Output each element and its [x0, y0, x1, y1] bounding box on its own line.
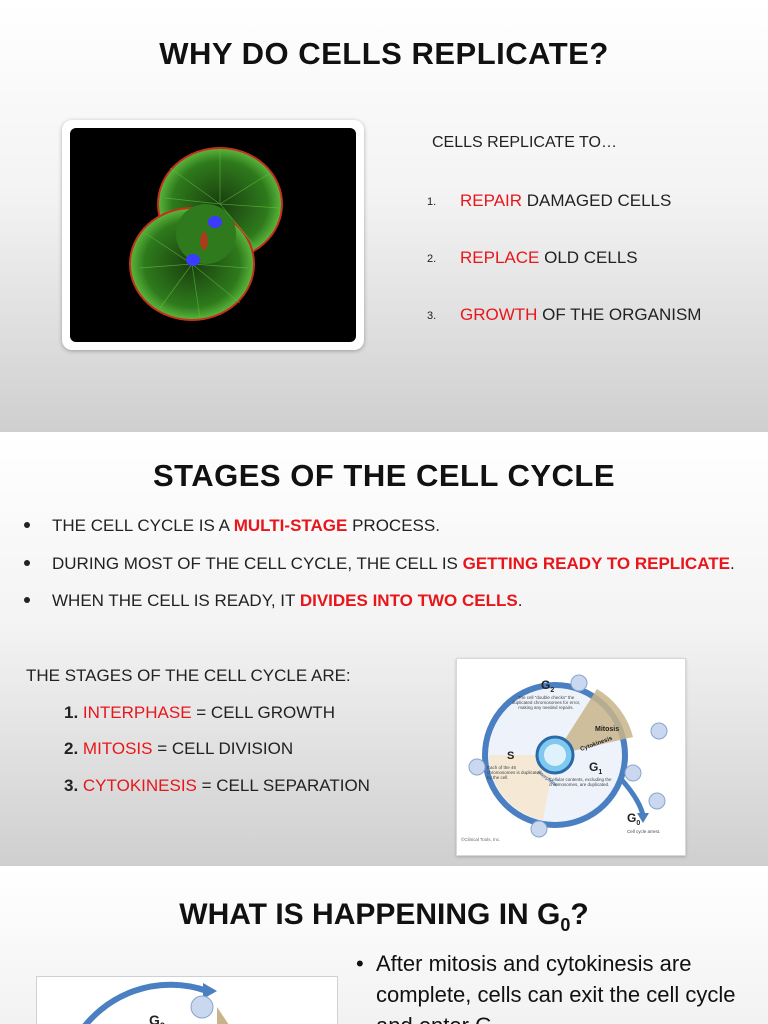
slide-title: WHAT IS HAPPENING IN G0? [0, 898, 768, 936]
cell-mitosis [650, 722, 668, 740]
mitosis-wedge [217, 1007, 229, 1024]
g2-note: The cell "double checks" the duplicated … [512, 695, 580, 710]
list-number: 2. [427, 253, 437, 265]
diagram-credit: ©Clinical Tools, Inc. [461, 837, 500, 842]
bullet-text: THE CELL CYCLE IS A [52, 516, 234, 535]
stage-number: 3. [64, 776, 83, 795]
reason-item: REPLACE OLD CELLS [460, 248, 638, 268]
mitosis-label: Mitosis [595, 726, 619, 733]
cycle-ring-arc [82, 981, 208, 1024]
g0-arrow [619, 777, 646, 816]
stage-item: 3. CYTOKINESIS = CELL SEPARATION [64, 776, 370, 796]
bullet-item: WHEN THE CELL IS READY, IT DIVIDES INTO … [24, 591, 522, 611]
bullet-text: . [517, 591, 523, 610]
slide-title: WHY DO CELLS REPLICATE? [159, 36, 609, 71]
stage-description: = CELL GROWTH [191, 703, 335, 722]
s-note: Each of the 46 chromosomes is duplicated… [487, 765, 542, 780]
stage-name: CYTOKINESIS [82, 776, 197, 795]
g0-label: G0 [627, 811, 640, 827]
slide-title: STAGES OF THE CELL CYCLE [152, 458, 616, 493]
g1-note: Cellular contents, excluding the chromos… [549, 777, 612, 787]
list-number: 1. [427, 196, 437, 208]
bullet-item: DURING MOST OF THE CELL CYCLE, THE CELL … [24, 554, 735, 574]
list-number: 3. [427, 310, 437, 322]
g2-label: G2 [541, 678, 554, 694]
g0-arrowhead [637, 813, 649, 823]
stage-name: MITOSIS [82, 739, 153, 758]
cycle-arrowhead [203, 983, 217, 999]
bullet-dot: • [356, 951, 364, 976]
intro-text: CELLS REPLICATE TO… [432, 134, 617, 151]
stage-number: 1. [64, 703, 83, 722]
cell-g2 [570, 674, 588, 692]
stage-item: 1. INTERPHASE = CELL GROWTH [64, 703, 335, 723]
bullet-highlight: DIVIDES INTO TWO CELLS [299, 591, 518, 610]
bullet-text: DURING MOST OF THE CELL CYCLE, THE CELL … [52, 554, 463, 573]
title-subscript: 0 [560, 915, 571, 935]
reason-text: OF THE ORGANISM [537, 305, 702, 324]
reason-highlight: REPLACE [460, 248, 540, 267]
cell-s [468, 758, 486, 776]
center-nucleus [544, 744, 566, 766]
reason-text: OLD CELLS [539, 248, 638, 267]
slide-stages-of-cell-cycle: STAGES OF THE CELL CYCLE THE CELL CYCLE … [0, 434, 768, 866]
bullet-text: . [729, 554, 735, 573]
bullet-dot [24, 521, 30, 528]
cell-cycle-diagram: G2 G1 G0 S Mitosis Cytokinesis Interphas… [456, 658, 686, 856]
mitosis-wedge [555, 689, 633, 755]
reason-highlight: GROWTH [460, 305, 538, 324]
s-label: S [507, 750, 514, 762]
bullet-dot [24, 596, 30, 603]
cell-g2 [190, 995, 214, 1019]
bullet-text: WHEN THE CELL IS READY, IT [52, 591, 300, 610]
g2-label: G2 [149, 1012, 165, 1024]
title-text-end: ? [570, 898, 589, 931]
g1-label: G1 [589, 760, 602, 776]
cell-g0 [648, 792, 666, 810]
cell-g1 [530, 820, 548, 838]
micrograph-frame [62, 120, 364, 350]
bullet-text: PROCESS. [347, 516, 440, 535]
title-text: WHAT IS HAPPENING IN G [179, 898, 561, 931]
stage-description: = CELL SEPARATION [196, 776, 370, 795]
stage-item: 2. MITOSIS = CELL DIVISION [64, 739, 293, 759]
reason-item: REPAIR DAMAGED CELLS [460, 191, 671, 211]
slide-separator [0, 866, 768, 868]
stage-number: 2. [64, 739, 83, 758]
stage-description: = CELL DIVISION [152, 739, 294, 758]
reason-text: DAMAGED CELLS [522, 191, 672, 210]
bullet-highlight: GETTING READY TO REPLICATE [462, 554, 730, 573]
dividing-cell-micrograph [70, 128, 356, 342]
slide-separator [0, 432, 768, 434]
stages-intro: THE STAGES OF THE CELL CYCLE ARE: [26, 666, 351, 685]
s-phase-sector [488, 755, 555, 820]
slide-what-is-happening-g0: WHAT IS HAPPENING IN G0? • After mitosis… [0, 868, 768, 1024]
stage-name: INTERPHASE [82, 703, 192, 722]
bullet-dot [24, 559, 30, 566]
reason-item: GROWTH OF THE ORGANISM [460, 305, 701, 325]
g0-note: Cell cycle arrest. [627, 829, 660, 834]
reason-highlight: REPAIR [460, 191, 523, 210]
cell-cycle-diagram-partial: G2 [36, 976, 338, 1024]
bullet-text: After mitosis and cytokinesis are comple… [376, 951, 736, 1024]
bullet-item: THE CELL CYCLE IS A MULTI-STAGE PROCESS. [24, 516, 440, 536]
bullet-highlight: MULTI-STAGE [233, 516, 348, 535]
slide-why-cells-replicate: WHY DO CELLS REPLICATE? [0, 0, 768, 432]
cell-g1-right [624, 764, 642, 782]
